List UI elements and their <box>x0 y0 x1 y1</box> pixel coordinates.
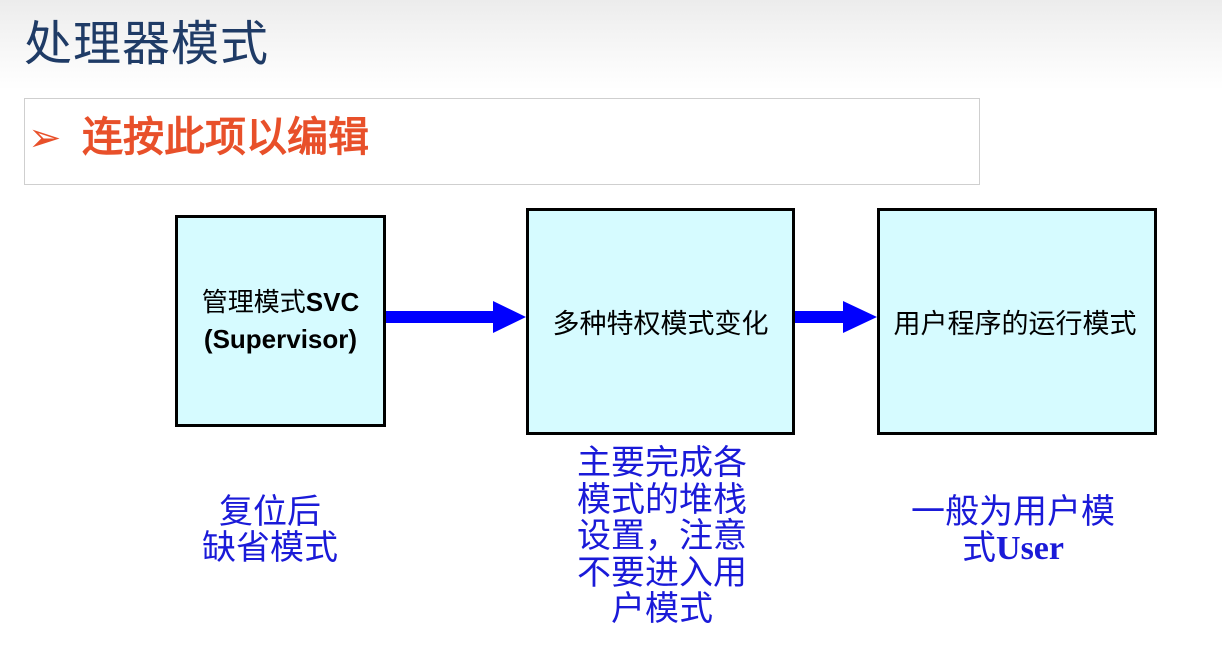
arrow-privileged-to-user <box>795 301 877 333</box>
node-privileged-modes: 多种特权模式变化 <box>526 208 795 435</box>
note-privileged: 主要完成各 模式的堆栈 设置，注意 不要进入用 户模式 <box>567 445 757 628</box>
note-line: 户模式 <box>611 589 713 629</box>
node-user-mode: 用户程序的运行模式 <box>877 208 1157 435</box>
node-svc-label-en: SVC <box>305 287 360 317</box>
arrow-head <box>493 301 526 333</box>
note-line: 设置，注意 <box>577 516 747 556</box>
note-line: 缺省模式 <box>202 528 338 568</box>
node-user-label: 用户程序的运行模式 <box>893 309 1137 340</box>
title-band <box>0 0 1222 90</box>
note-line: 复位后 <box>219 492 321 532</box>
note-svc: 复位后 缺省模式 <box>195 494 345 566</box>
slide-title: 处理器模式 <box>24 16 270 72</box>
note-line: 一般为用户模 <box>911 492 1115 532</box>
node-svc-label-cn: 管理模式 <box>201 288 306 318</box>
note-user: 一般为用户模 式User <box>900 494 1126 567</box>
node-svc-label-supervisor: (Supervisor) <box>203 324 358 354</box>
note-line-2: 式User <box>900 530 1126 567</box>
arrow-shaft <box>795 311 845 323</box>
bullet-arrow-icon: ➢ <box>28 115 62 161</box>
bullet-placeholder-text[interactable]: 连按此项以编辑 <box>82 113 369 161</box>
note-line: 模式的堆栈 <box>577 479 747 520</box>
note-user-en: User <box>996 530 1064 567</box>
arrow-shaft <box>386 311 496 323</box>
note-line: 不要进入用 <box>577 552 747 593</box>
arrow-head <box>843 301 877 333</box>
bullet-placeholder-box[interactable] <box>24 98 980 185</box>
node-svc-mode: 管理模式SVC (Supervisor) <box>175 215 386 427</box>
node-privileged-label: 多种特权模式变化 <box>552 309 769 340</box>
note-line: 主要完成各 <box>577 443 747 483</box>
note-user-cn: 式 <box>962 528 997 568</box>
arrow-svc-to-privileged <box>386 301 526 333</box>
